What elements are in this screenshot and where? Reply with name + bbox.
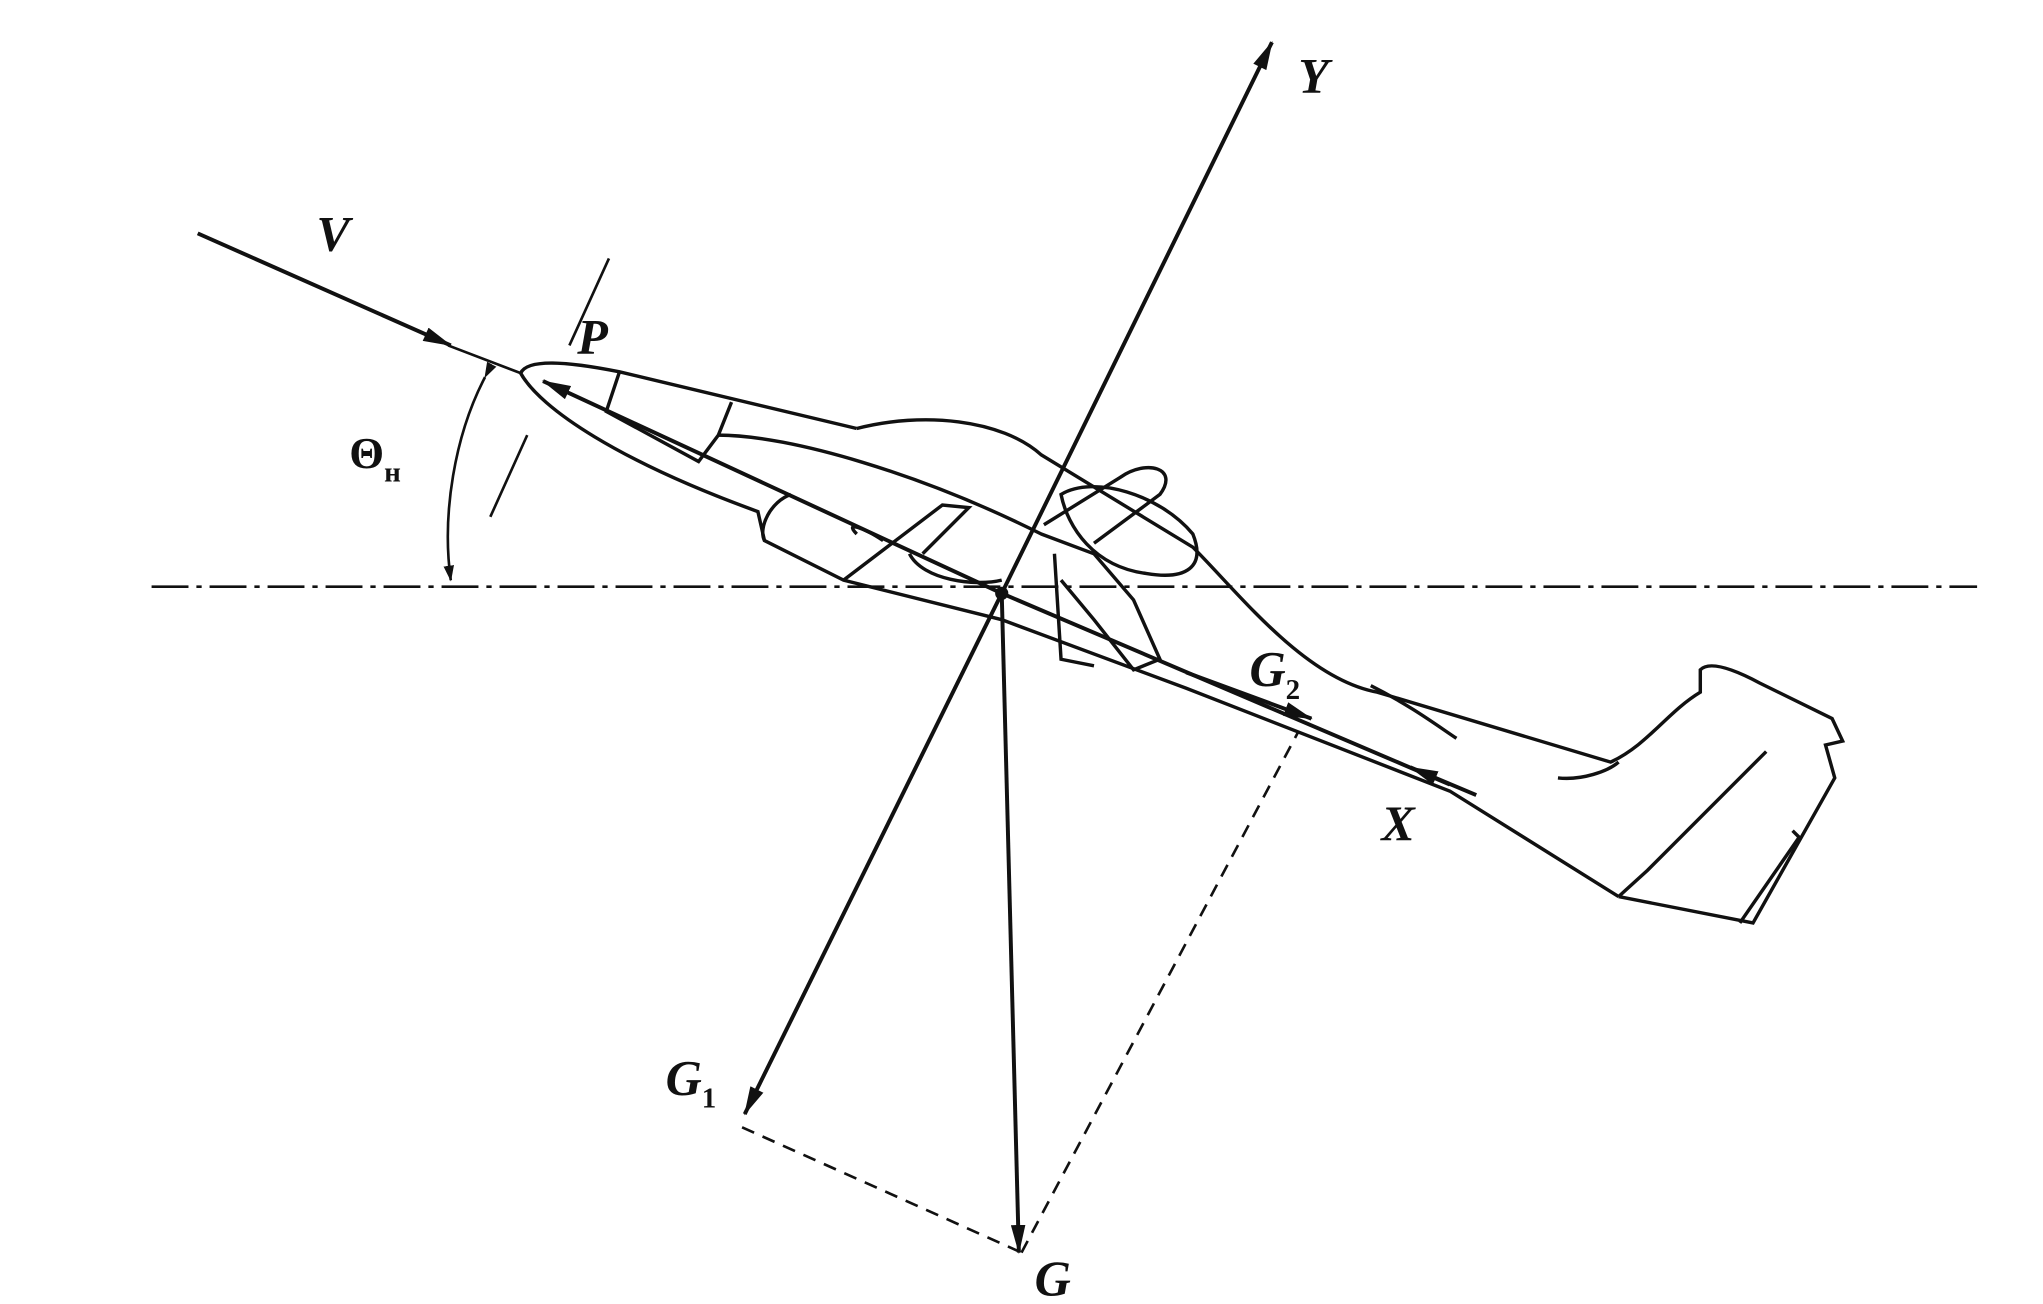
- drag-arrow: [1408, 765, 1477, 797]
- airplane-drawing: [519, 361, 1846, 925]
- lift-arrow: [999, 40, 1274, 595]
- theta-label: Θн: [349, 428, 401, 488]
- dashed-projection: [741, 1126, 1023, 1254]
- theta-angle-arc: [443, 361, 497, 582]
- g2-arrow: [1185, 670, 1313, 721]
- propeller-line: [489, 434, 529, 518]
- weight-label: G: [1035, 1250, 1071, 1304]
- velocity-extension: [447, 344, 522, 375]
- velocity-label: V: [316, 206, 353, 262]
- g2-label: G2: [1250, 641, 1301, 706]
- drag-label: X: [1379, 795, 1416, 851]
- velocity-arrow: [196, 231, 453, 348]
- g1-label: G1: [666, 1049, 717, 1114]
- center-of-gravity: [995, 586, 1009, 600]
- lift-label: Y: [1298, 47, 1333, 103]
- dashed-projection: [1020, 731, 1300, 1254]
- propeller-line: [568, 257, 611, 346]
- thrust-arrow: [541, 379, 1003, 596]
- weight-arrow: [999, 593, 1026, 1255]
- g1-arrow: [742, 592, 1004, 1116]
- thrust-label: P: [576, 308, 608, 364]
